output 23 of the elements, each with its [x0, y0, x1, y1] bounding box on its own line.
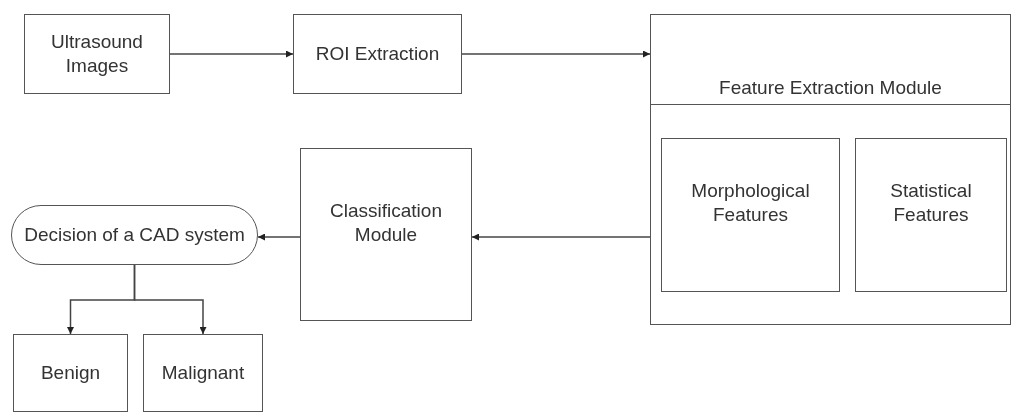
node-label: Morphological Features [690, 179, 811, 227]
module-panel [650, 14, 1011, 325]
outcome-box [13, 334, 128, 412]
node-label: Ultrasound Images [50, 30, 144, 78]
node-label: Statistical Features [889, 179, 973, 227]
process-box [293, 14, 462, 94]
node-label: Decision of a CAD system [23, 223, 246, 247]
node-label: Benign [39, 361, 102, 385]
process-box [300, 148, 472, 321]
feature-box [855, 138, 1007, 292]
feature-box [661, 138, 840, 292]
arrow [169, 50, 294, 58]
arrow [257, 233, 301, 241]
terminal-pill [11, 205, 258, 265]
arrow [461, 50, 651, 58]
arrow [471, 233, 651, 241]
arrow [133, 264, 207, 335]
node-label: Malignant [160, 361, 246, 385]
node-label: Classification Module [329, 198, 443, 247]
panel-title: Feature Extraction Module [719, 76, 942, 100]
process-box [24, 14, 170, 94]
outcome-box [143, 334, 263, 412]
node-label: ROI Extraction [314, 42, 441, 66]
